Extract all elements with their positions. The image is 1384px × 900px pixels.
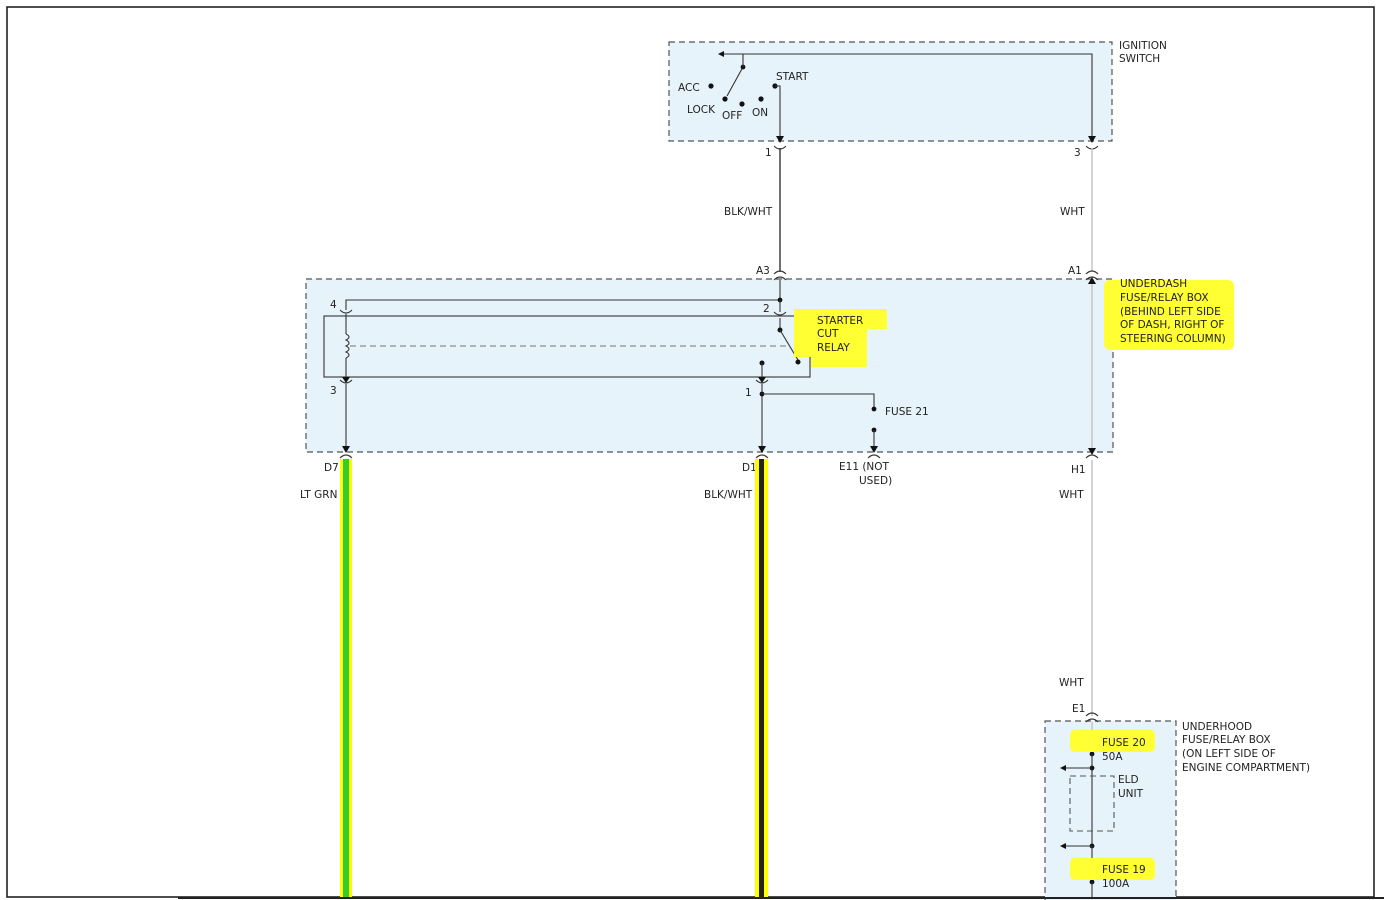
ignition-switch[interactable]: ACC LOCK OFF ON START IGNITION SWITCH [668, 40, 1167, 143]
relay-pin-1: 1 [745, 387, 752, 399]
ignition-switch-title-1: IGNITION [1119, 40, 1167, 52]
relay-title-3: RELAY [817, 342, 850, 354]
underdash-pin-h1: H1 [1071, 464, 1086, 476]
fuse-20-rating: 50A [1102, 751, 1123, 763]
underhood-pin-e1: E1 [1072, 703, 1085, 715]
highlight-fuse-19 [1070, 858, 1155, 880]
underdash-title-5: STEERING COLUMN) [1120, 333, 1226, 345]
relay-pin-3: 3 [330, 385, 337, 397]
wire-lt-grn[interactable] [340, 459, 352, 897]
underdash-pin-e11-2: USED) [859, 475, 892, 487]
switch-pos-off: OFF [722, 110, 742, 122]
fuse-20-label: FUSE 20 [1102, 737, 1146, 749]
highlight-starter-cut-relay [794, 309, 887, 367]
underhood-title-2: FUSE/RELAY BOX [1182, 734, 1271, 746]
ignition-pin-1: 1 [765, 147, 772, 159]
ignition-switch-title-2: SWITCH [1119, 53, 1160, 65]
eld-unit-label-1: ELD [1118, 774, 1139, 786]
highlight-underdash-label [1104, 280, 1234, 350]
relay-title-2: CUT [817, 328, 839, 340]
underdash-fuse-relay-box[interactable] [305, 270, 1114, 455]
underhood-title-1: UNDERHOOD [1182, 721, 1252, 733]
starter-cut-relay[interactable] [323, 309, 811, 384]
underdash-pin-d7: D7 [324, 462, 339, 474]
relay-title-1: STARTER [817, 315, 863, 327]
wire-label-wht-upper: WHT [1060, 206, 1085, 218]
underhood-title-3: (ON LEFT SIDE OF [1182, 748, 1276, 760]
switch-pos-acc: ACC [678, 82, 700, 94]
wire-label-blk-wht-lower: BLK/WHT [704, 489, 753, 501]
wire-blk-wht-lower[interactable] [755, 459, 768, 897]
underdash-pin-e11-1: E11 (NOT [839, 461, 890, 473]
fuse-19-label: FUSE 19 [1102, 864, 1146, 876]
relay-pin-2: 2 [763, 303, 770, 315]
ignition-pin-3: 3 [1074, 147, 1081, 159]
fuse-21[interactable] [762, 393, 878, 453]
underdash-title-1: UNDERDASH [1120, 278, 1187, 290]
wire-label-blk-wht-upper: BLK/WHT [724, 206, 773, 218]
underdash-pin-a3: A3 [756, 265, 770, 277]
underdash-pin-d1: D1 [742, 462, 757, 474]
switch-pos-start: START [776, 71, 809, 83]
switch-pos-on: ON [752, 107, 768, 119]
underdash-title-2: FUSE/RELAY BOX [1120, 292, 1209, 304]
wire-label-wht-lower: WHT [1059, 489, 1084, 501]
fuse-19-rating: 100A [1102, 878, 1130, 890]
underdash-title-3: (BEHIND LEFT SIDE [1120, 306, 1221, 318]
switch-pos-lock: LOCK [687, 104, 716, 116]
eld-unit-label-2: UNIT [1118, 788, 1144, 800]
fuse-21-label: FUSE 21 [885, 406, 929, 418]
wire-label-wht-bottom: WHT [1059, 677, 1084, 689]
wire-label-lt-grn: LT GRN [300, 489, 337, 501]
underhood-title-4: ENGINE COMPARTMENT) [1182, 762, 1310, 774]
underdash-pin-a1: A1 [1068, 265, 1082, 277]
highlight-fuse-20 [1070, 730, 1155, 752]
underdash-title-4: OF DASH, RIGHT OF [1120, 319, 1224, 331]
relay-pin-4: 4 [330, 299, 337, 311]
